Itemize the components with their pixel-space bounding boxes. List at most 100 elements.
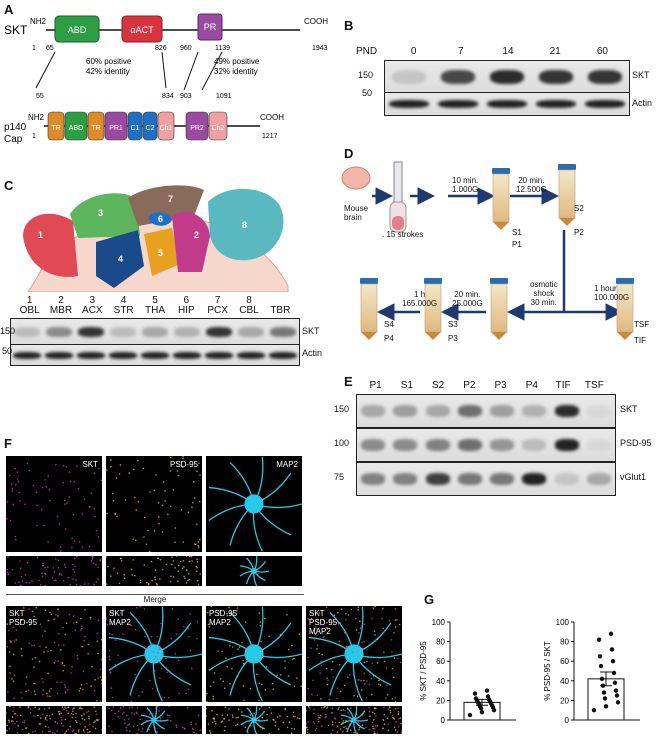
band — [425, 405, 450, 417]
svg-text:TR: TR — [91, 125, 100, 132]
lane-label: P1 — [369, 380, 382, 391]
row-skt: SKT — [632, 70, 650, 80]
band — [110, 327, 136, 337]
mouse-brain-icon — [341, 166, 371, 190]
svg-text:1: 1 — [32, 133, 36, 140]
d-step3: 1 hour 100.000G — [594, 284, 630, 302]
band — [425, 473, 450, 485]
band — [361, 473, 386, 485]
svg-text:Ch1: Ch1 — [160, 125, 173, 132]
d-p2: P2 — [574, 228, 584, 237]
lane-label: ACX — [82, 305, 103, 316]
region-number: 8 — [242, 220, 247, 230]
e-marker: 75 — [334, 472, 345, 482]
p140-domain-abd: ABD — [64, 111, 88, 141]
band — [173, 351, 201, 359]
data-point — [472, 691, 478, 696]
panel-label-g: G — [424, 592, 435, 607]
band — [554, 405, 579, 417]
blot-c-actin — [10, 344, 300, 366]
region-number: 6 — [158, 214, 163, 224]
y-tick-label: 0 — [441, 716, 446, 725]
svg-text:65: 65 — [46, 45, 54, 52]
micrograph-label: SKT PSD-95 — [9, 609, 38, 627]
region-5 — [144, 228, 180, 276]
band — [457, 473, 482, 485]
svg-text:1943: 1943 — [312, 45, 328, 52]
band — [206, 327, 232, 337]
panel-label-c: C — [4, 178, 14, 193]
micrograph-label: SKT MAP2 — [109, 609, 131, 627]
band — [554, 439, 579, 451]
micrograph-label: SKT — [82, 460, 98, 469]
band — [487, 100, 527, 108]
svg-text:COOH: COOH — [260, 113, 284, 122]
data-point — [473, 696, 479, 701]
lane-label: P2 — [463, 380, 476, 391]
lane-label: THA — [144, 305, 165, 316]
data-point — [610, 659, 616, 664]
marker-150: 150 — [358, 70, 374, 80]
band — [393, 473, 418, 485]
lane-label: CBL — [239, 305, 259, 316]
svg-text:960: 960 — [180, 45, 192, 52]
blot-b-actin — [384, 92, 630, 116]
data-point — [591, 708, 597, 713]
e-row-label: PSD-95 — [620, 438, 652, 448]
pr-domain — [197, 13, 223, 41]
p140-domain-pr1: PR1 — [104, 111, 128, 141]
band — [78, 327, 104, 337]
y-tick-label: 100 — [432, 618, 446, 627]
band — [269, 351, 297, 359]
svg-text:1: 1 — [32, 45, 36, 52]
svg-text:C1: C1 — [131, 125, 140, 132]
y-tick-label: 0 — [565, 716, 570, 725]
lane-number: 1 — [26, 295, 33, 306]
e-row-label: SKT — [620, 404, 638, 414]
data-point — [612, 680, 618, 685]
p140-domain-tr: TR — [47, 111, 65, 141]
c-marker-50: 50 — [2, 346, 13, 356]
p140-domain-pr2: PR2 — [185, 111, 209, 141]
abd-domain — [54, 15, 100, 43]
d-step6: 1 h 165.000G — [402, 290, 438, 308]
lane-number: 4 — [120, 295, 127, 306]
band — [77, 351, 105, 359]
micrograph — [206, 556, 302, 586]
svg-text:826: 826 — [155, 45, 167, 52]
lane-number: 8 — [246, 295, 252, 306]
micrograph — [6, 706, 102, 734]
band — [142, 327, 168, 337]
row-actin: Actin — [632, 98, 653, 108]
domain-diagram: SKT NH2 ABD αACT PR COOH 1 65 826 960 11… — [4, 13, 328, 145]
panel-label-d: D — [344, 146, 354, 161]
data-point — [596, 637, 602, 642]
d-p4: P4 — [384, 334, 394, 343]
lane-label: 21 — [549, 46, 561, 57]
d-step5: 20 min. 25.000G — [452, 290, 483, 308]
region-3 — [70, 193, 140, 238]
micrograph: SKT — [6, 456, 102, 552]
band — [584, 100, 625, 108]
lane-label: TSF — [584, 380, 604, 391]
d-mouse: Mouse brain — [344, 204, 369, 222]
data-point — [603, 704, 609, 709]
p140-domain-tr: TR — [87, 111, 105, 141]
d-p1: P1 — [512, 240, 522, 249]
data-point — [601, 690, 607, 695]
band — [457, 439, 482, 451]
y-tick-label: 60 — [560, 657, 569, 666]
lane-label: TBR — [270, 305, 291, 316]
d-s2: S2 — [574, 204, 584, 213]
region-8 — [208, 188, 284, 261]
lane-label: HIP — [177, 305, 195, 316]
band — [389, 100, 430, 108]
region-number: 2 — [194, 230, 199, 240]
svg-text:NH2: NH2 — [28, 113, 45, 122]
data-point — [609, 647, 615, 652]
micrograph — [206, 706, 302, 734]
band — [361, 405, 386, 417]
band — [490, 473, 515, 485]
